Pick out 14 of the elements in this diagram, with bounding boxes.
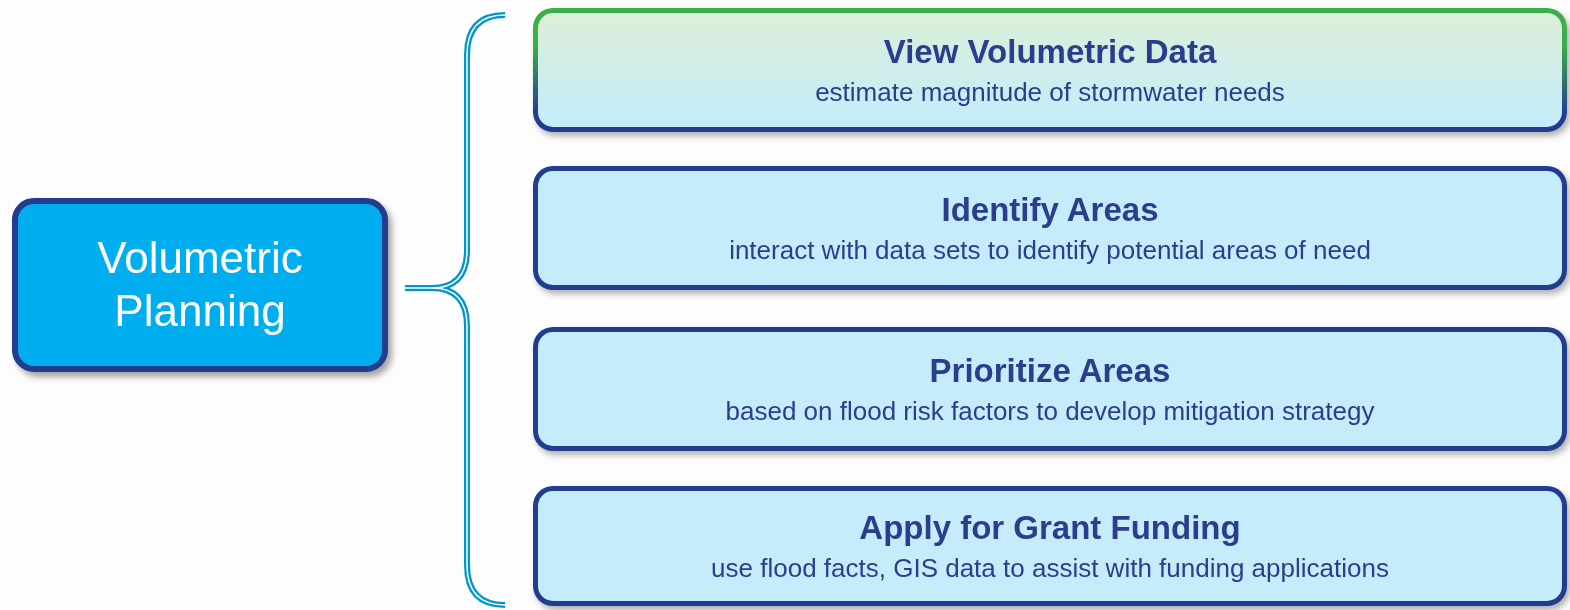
process-box	[533, 327, 1567, 451]
box-heading: Apply for Grant Funding	[859, 508, 1241, 549]
box-heading: Prioritize Areas	[929, 351, 1171, 392]
box-description: interact with data sets to identify potential areas of need	[729, 234, 1371, 267]
box-label: Volumetric Planning	[96, 232, 304, 337]
process-box	[533, 166, 1567, 290]
box-heading: View Volumetric Data	[883, 32, 1217, 73]
process-box	[12, 198, 388, 372]
process-box	[533, 486, 1567, 606]
box-description: use flood facts, GIS data to assist with funding applications	[711, 552, 1389, 585]
process-box	[533, 8, 1567, 132]
box-description: estimate magnitude of stormwater needs	[815, 76, 1285, 109]
box-heading: Identify Areas	[941, 190, 1159, 231]
box-description: based on flood risk factors to develop mitigation strategy	[725, 395, 1375, 428]
